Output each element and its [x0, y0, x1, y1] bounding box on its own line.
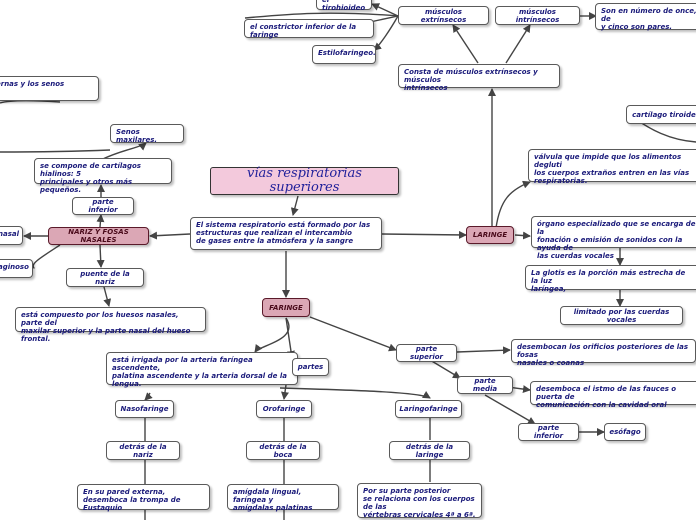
- partes-node[interactable]: partes: [292, 358, 329, 376]
- nasal-left-node[interactable]: nasal: [0, 226, 23, 245]
- cartilago-tiroides-node[interactable]: cartílago tiroides: [626, 105, 696, 124]
- musculos-extrinsecos-node[interactable]: músculos extrínsecos: [398, 6, 489, 25]
- laringofaringe-node[interactable]: Laringofaringe: [395, 400, 462, 418]
- irrigada-node[interactable]: está irrigada por la arteria faríngea as…: [106, 352, 298, 388]
- intro-node[interactable]: El sistema respiratorio está formado por…: [190, 217, 382, 250]
- parte-media-node[interactable]: parte media: [457, 376, 513, 394]
- once-node[interactable]: Son en número de once, de y cinco son pa…: [595, 3, 696, 31]
- desemboca-istmo-node[interactable]: desemboca el istmo de las fauces o puert…: [530, 381, 696, 409]
- limitado-node[interactable]: limitado por las cuerdas vocales: [560, 306, 683, 325]
- puente-node[interactable]: puente de la nariz: [66, 268, 144, 287]
- nasofaringe-node[interactable]: Nasofaringe: [115, 400, 174, 418]
- esofago-node[interactable]: esófago: [604, 423, 646, 441]
- orofaringe-node[interactable]: Orofaringe: [256, 400, 312, 418]
- valvula-node[interactable]: válvula que impide que los alimentos deg…: [528, 149, 696, 185]
- organo-node[interactable]: órgano especializado que se encarga de l…: [531, 216, 696, 260]
- detras-laringe-node[interactable]: detrás de la laringe: [389, 441, 470, 460]
- musculos-intrinsecos-node[interactable]: músculos intrínsecos: [495, 6, 580, 25]
- puente-desc-node[interactable]: está compuesto por los huesos nasales, p…: [15, 307, 206, 343]
- detras-nariz-node[interactable]: detrás de la nariz: [106, 441, 180, 460]
- parte-superior-node[interactable]: parte superior: [396, 344, 457, 362]
- vertebras-node[interactable]: Por su parte posterior se relaciona con …: [357, 483, 482, 519]
- eustaquio-node[interactable]: En su pared externa, desemboca la trompa…: [77, 484, 210, 512]
- faringe-node[interactable]: FARINGE: [262, 298, 310, 317]
- parte-inferior-faringe-node[interactable]: parte inferior: [518, 423, 579, 441]
- cartilagos-node[interactable]: se compone de cartílagos hialinos: 5 pri…: [34, 158, 172, 194]
- page-title: vías respiratorias superiores: [210, 167, 399, 195]
- senos-maxilares-node[interactable]: Senos maxilares.: [110, 124, 184, 144]
- amigdala-node[interactable]: amígdala lingual, faríngea y amígdalas p…: [227, 484, 339, 512]
- consta-node[interactable]: Consta de músculos extrínsecos y músculo…: [398, 64, 560, 92]
- glotis-node[interactable]: La glotis es la porción más estrecha de …: [525, 265, 696, 293]
- aginoso-node[interactable]: aginoso: [0, 259, 33, 278]
- tiroideo-node[interactable]: el tirohioideo: [316, 0, 372, 12]
- parte-inferior-nariz-node[interactable]: parte inferior: [72, 197, 134, 215]
- constrictor-node[interactable]: el constrictor inferior de la faringe: [244, 19, 374, 39]
- desembocan-node[interactable]: desembocan los orificios posteriores de …: [511, 339, 696, 367]
- detras-boca-node[interactable]: detrás de la boca: [246, 441, 320, 460]
- nariz-node[interactable]: NARIZ Y FOSAS NASALES: [48, 227, 149, 245]
- laringe-node[interactable]: LARINGE: [466, 226, 514, 244]
- estilofaringeo-node[interactable]: Estilofaringeo.: [312, 45, 376, 64]
- ternas-node[interactable]: ernas y los senos: [0, 76, 99, 101]
